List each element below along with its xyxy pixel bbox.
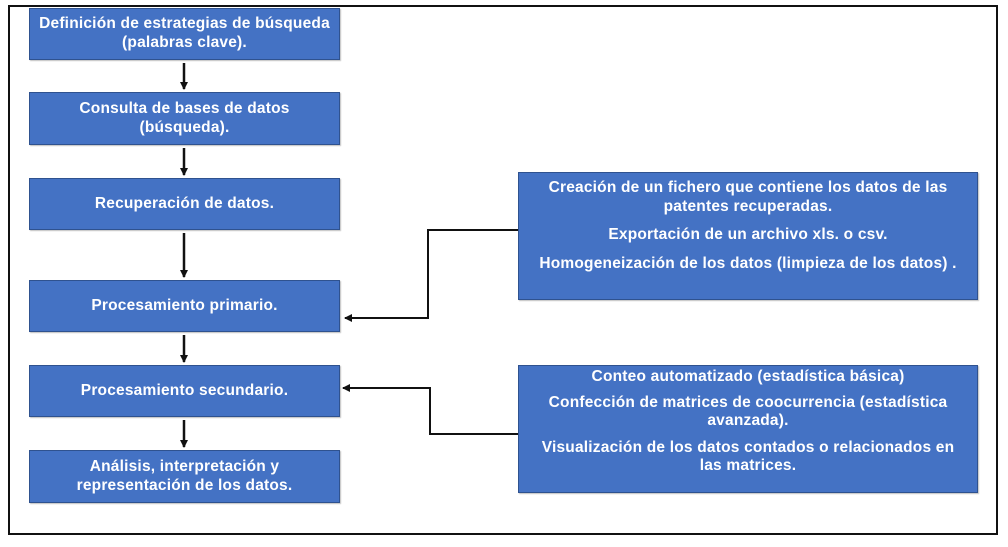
step-primary-processing: Procesamiento primario. [29, 280, 340, 332]
secondary-detail-matrices: Confección de matrices de coocurrencia (… [548, 393, 948, 430]
step-database-query-label: Consulta de bases de datos (búsqueda). [79, 99, 290, 136]
step-secondary-processing: Procesamiento secundario. [29, 365, 340, 417]
primary-detail-export: Exportación de un archivo xls. o csv. [608, 226, 888, 244]
step-analysis-label: Análisis, interpretación y representació… [76, 457, 293, 494]
secondary-processing-details: Conteo automatizado (estadística básica)… [518, 365, 978, 493]
primary-processing-details: Creación de un fichero que contiene los … [518, 172, 978, 300]
secondary-detail-counting: Conteo automatizado (estadística básica) [591, 368, 905, 385]
step-search-strategy-label: Definición de estrategias de búsqueda (p… [39, 15, 330, 51]
secondary-detail-visualization: Visualización de los datos contados o re… [541, 438, 955, 475]
step-search-strategy: Definición de estrategias de búsqueda (p… [29, 8, 340, 60]
primary-detail-cleaning: Homogeneización de los datos (limpieza d… [539, 254, 957, 272]
step-data-retrieval: Recuperación de datos. [29, 178, 340, 230]
step-secondary-processing-label: Procesamiento secundario. [80, 381, 289, 399]
arrow-secondary-details-to-step5 [342, 384, 518, 435]
step-analysis: Análisis, interpretación y representació… [29, 450, 340, 503]
step-database-query: Consulta de bases de datos (búsqueda). [29, 92, 340, 145]
arrow-primary-details-to-step4 [344, 229, 518, 322]
primary-detail-file: Creación de un fichero que contiene los … [548, 179, 948, 215]
step-primary-processing-label: Procesamiento primario. [91, 296, 278, 314]
step-data-retrieval-label: Recuperación de datos. [94, 194, 275, 212]
